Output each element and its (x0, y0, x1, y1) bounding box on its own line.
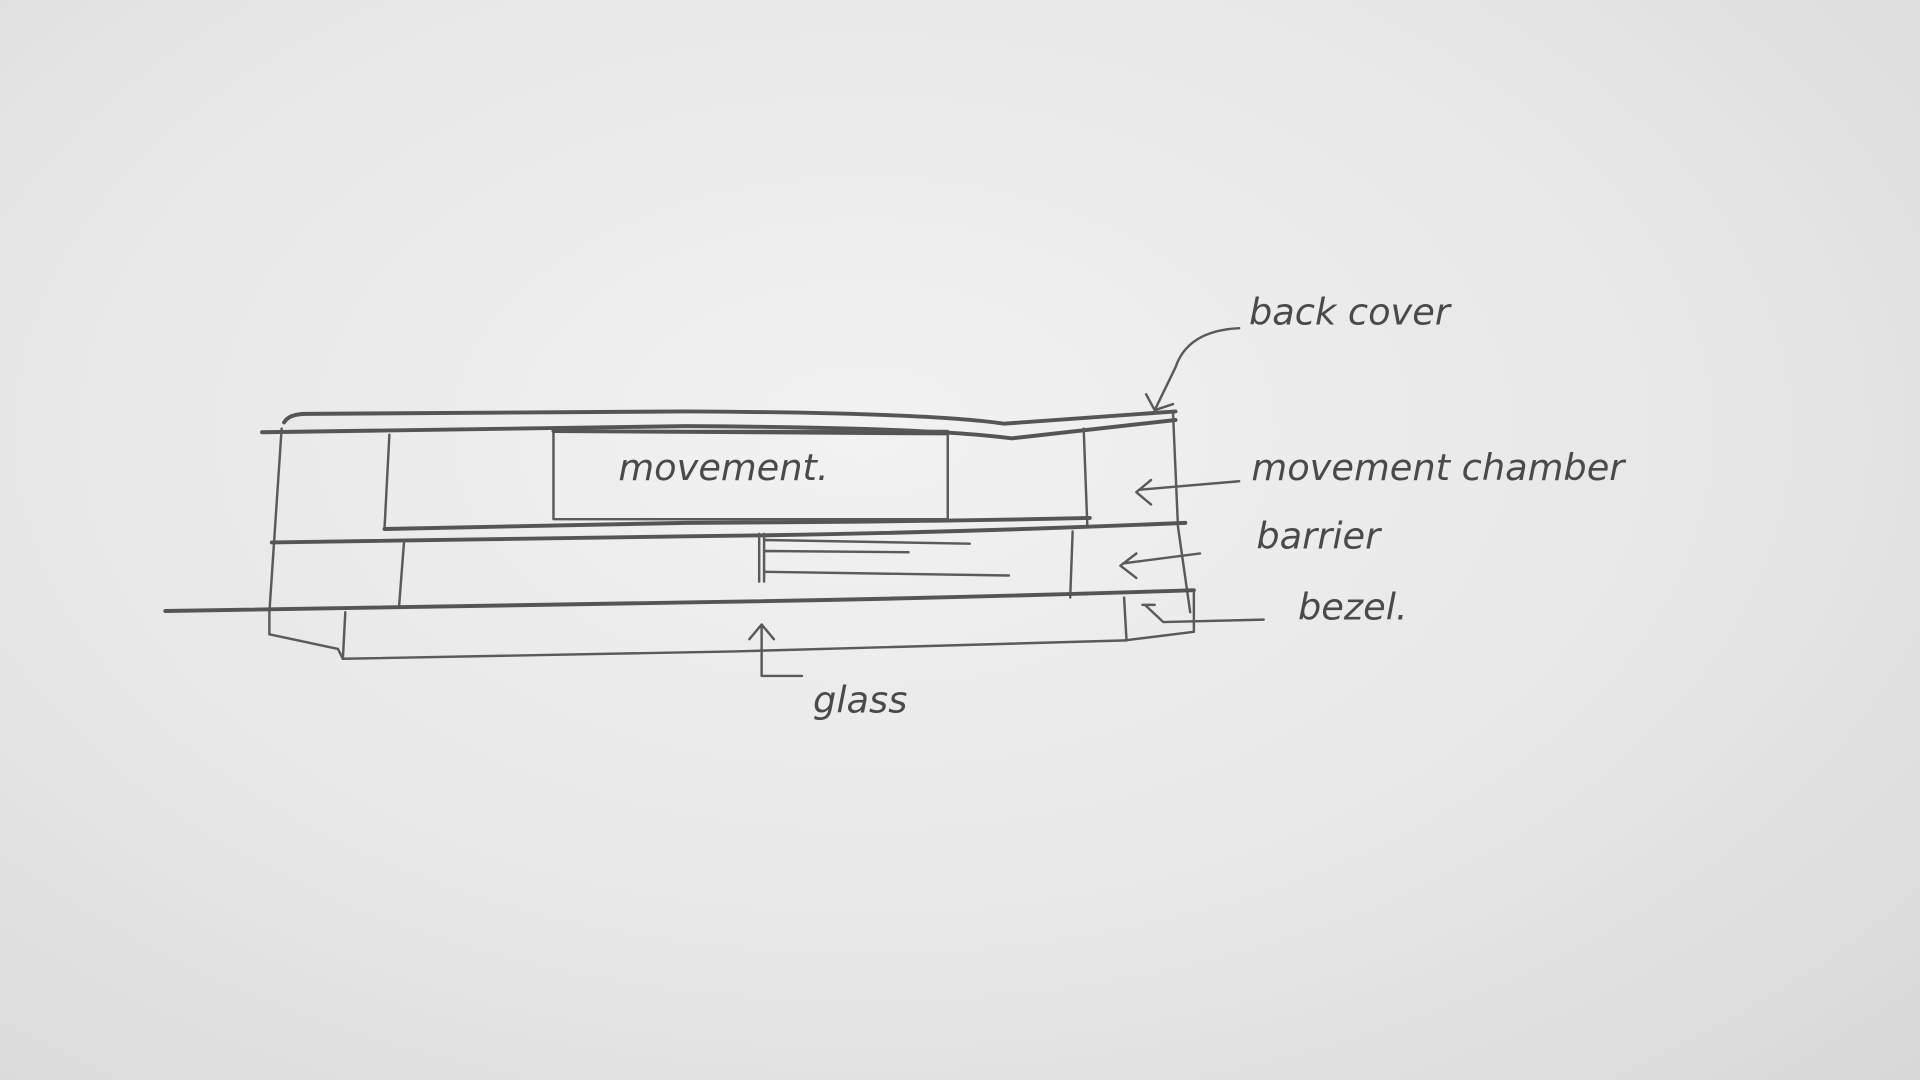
glass-label: glass (813, 679, 907, 722)
barrier-top (269, 520, 1188, 545)
bezel-right (1122, 588, 1196, 642)
case-outer-right (1171, 412, 1192, 614)
glass-arrow (748, 623, 804, 678)
back-cover-arrow (1144, 326, 1241, 412)
chamber-left-wall (383, 433, 391, 531)
movement-label: movement. (618, 446, 828, 489)
barrier-arrow (1119, 552, 1202, 580)
back-cover (282, 409, 1178, 426)
movement-chamber-arrow (1135, 478, 1241, 506)
back-cover-label: back cover (1249, 290, 1452, 333)
barrier-right-wall (1068, 530, 1074, 599)
barrier-left-wall (397, 540, 406, 607)
hands (757, 532, 1011, 583)
chamber-right-wall (1082, 427, 1089, 528)
bezel-arrow (1141, 603, 1265, 624)
barrier-label: barrier (1256, 515, 1382, 558)
glass (341, 596, 1128, 660)
case-outer-left (268, 427, 283, 636)
bezel-label: bezel. (1298, 586, 1408, 629)
bezel-top (163, 588, 1196, 613)
movement-chamber-label: movement chamber (1251, 446, 1626, 489)
bezel-left (268, 633, 345, 660)
chamber-floor (382, 516, 1092, 531)
movement-box-top (551, 429, 950, 436)
